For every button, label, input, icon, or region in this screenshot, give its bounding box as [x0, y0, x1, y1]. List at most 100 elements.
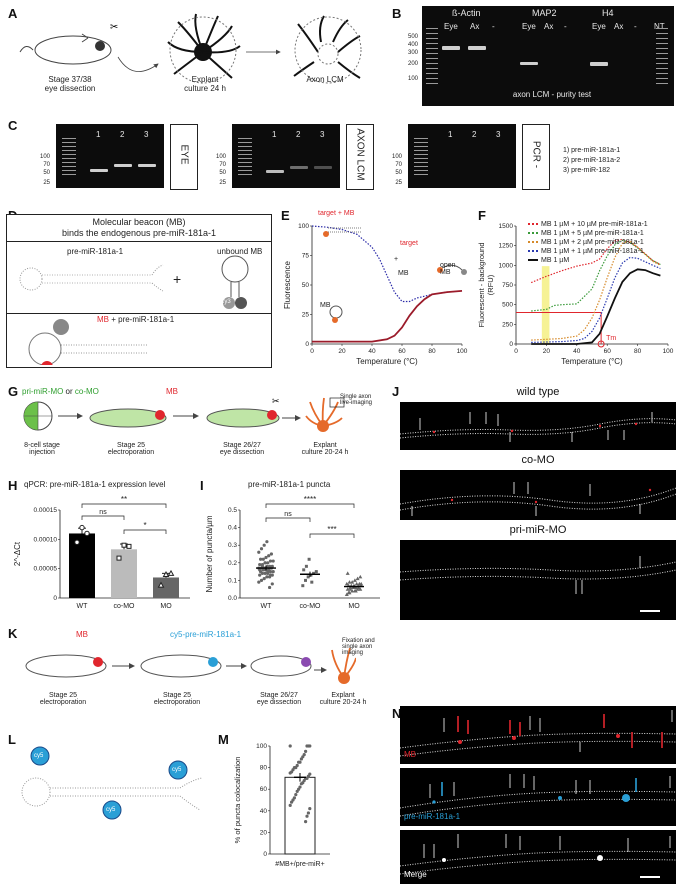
panel-label-f: F: [478, 208, 486, 223]
ladder-band: [656, 53, 668, 54]
ladder-band: [656, 83, 668, 84]
cy5-badge-1: cy5: [34, 753, 44, 759]
data-point: [267, 554, 271, 558]
chart-f-ytick-label: 1250: [499, 243, 514, 250]
data-point: [266, 570, 270, 574]
ladder-num: 50: [43, 170, 50, 176]
ladder-band: [238, 150, 252, 151]
ladder-band: [62, 158, 76, 159]
category-label-MO: MO: [160, 603, 172, 610]
chart-f-series-4: [531, 268, 661, 345]
data-point: [358, 574, 363, 579]
ladder-band: [62, 138, 76, 139]
chart-e-ytick-label: 75: [302, 253, 310, 260]
chart-f-xtick-label: 40: [573, 348, 581, 355]
data-point: [157, 581, 165, 588]
chart-f-ytick-label: 750: [502, 282, 513, 289]
data-point: [299, 757, 303, 761]
ladder-num: 100: [39, 154, 50, 160]
panel-g-schematic: ✂: [23, 396, 345, 432]
data-point: [258, 562, 262, 567]
pri-mo-text: pri-miR-MO: [22, 387, 64, 396]
data-point: [269, 552, 273, 556]
data-point: [74, 539, 80, 545]
legend-swatch: [528, 223, 538, 226]
mb-structures: [19, 255, 249, 365]
chart-m-xlabel: #MB+/pre-miR+: [275, 861, 324, 868]
panel-label-l: L: [8, 732, 16, 747]
band-map2-eye: [520, 62, 538, 65]
data-point: [262, 543, 266, 547]
data-point: [355, 576, 360, 581]
sig-label-3: ***: [327, 525, 336, 534]
j-image-wt: [400, 402, 676, 450]
sig-bracket: [309, 533, 355, 538]
g-step-1: 8-cell stage injection: [24, 442, 60, 456]
gel-c-label: PCR -: [530, 140, 542, 169]
ladder-band: [426, 83, 438, 84]
lane-label-1: Ax: [470, 22, 480, 31]
chart-e-xlabel: Temperature (°C): [356, 357, 418, 366]
data-point: [346, 590, 351, 595]
label-target: target: [400, 240, 418, 247]
ladder-num-300: 300: [407, 50, 418, 56]
data-point: [271, 570, 275, 574]
gene-label-1: MAP2: [532, 8, 557, 18]
ladder-band: [414, 146, 428, 147]
legend-item-0: MB 1 µM + 10 µM pre-miR-181a-1: [528, 221, 648, 228]
legend-label: MB 1 µM + 5 µM pre-miR-181a-1: [541, 230, 644, 237]
step-eye-dissection: Stage 37/38 eye dissection: [44, 75, 96, 93]
ladder-band: [656, 33, 668, 34]
band: [90, 169, 108, 172]
data-point: [307, 557, 311, 561]
ladder-band: [426, 48, 438, 49]
n-label-mb: MB: [404, 750, 416, 759]
ladder-band: [656, 68, 668, 69]
ladder-band: [62, 162, 76, 163]
lane-label-5: -: [564, 22, 567, 31]
data-point: [290, 800, 294, 804]
data-point: [299, 782, 303, 786]
panel-k-schematic: [25, 647, 356, 684]
data-point: [350, 580, 355, 584]
ladder-num: 25: [43, 180, 50, 186]
data-point: [270, 582, 274, 586]
chart-f-ylabel-1: Fluorescent - background: [477, 242, 486, 327]
category-label-WT: WT: [261, 603, 273, 610]
chart-e-xtick-label: 20: [338, 348, 346, 355]
panel-label-c: C: [8, 118, 18, 133]
k-step-4: Explant culture 20-24 h: [319, 692, 367, 706]
data-point: [259, 578, 264, 582]
sig-bracket: [265, 503, 355, 508]
j-title-co: co-MO: [521, 454, 555, 466]
ladder-num: 100: [215, 154, 226, 160]
sig-bracket: [81, 515, 125, 520]
data-point: [302, 568, 306, 572]
fixation-label: Fixation and single axon imaging: [342, 638, 375, 656]
legend-item-2: MB 1 µM + 2 µM pre-miR-181a-1: [528, 239, 644, 246]
ladder-band: [414, 174, 428, 175]
ladder-band: [656, 38, 668, 39]
chart-f-xlabel: Temperature (°C): [561, 357, 623, 366]
step-axon-lcm: Axon LCM: [306, 75, 344, 84]
icon-closed-mb-dye: [332, 317, 338, 323]
lane-label: 3: [496, 130, 501, 139]
chart-f-xtick-label: 60: [604, 348, 612, 355]
chart-i-ytick-label: 0.4: [228, 525, 237, 532]
data-point: [268, 559, 273, 563]
label-mb-e: MB: [398, 270, 409, 277]
ladder-band: [238, 154, 252, 155]
icon-target-mb-duplex: [328, 227, 362, 233]
band: [314, 166, 332, 169]
lane-label-6: Eye: [592, 22, 606, 31]
data-point: [354, 581, 359, 586]
data-point: [162, 571, 170, 578]
ladder-band: [414, 158, 428, 159]
legend-label: MB 1 µM + 2 µM pre-miR-181a-1: [541, 239, 644, 246]
sig-label-2: ns: [284, 511, 292, 518]
unbound-mb-label: unbound MB: [217, 247, 263, 256]
